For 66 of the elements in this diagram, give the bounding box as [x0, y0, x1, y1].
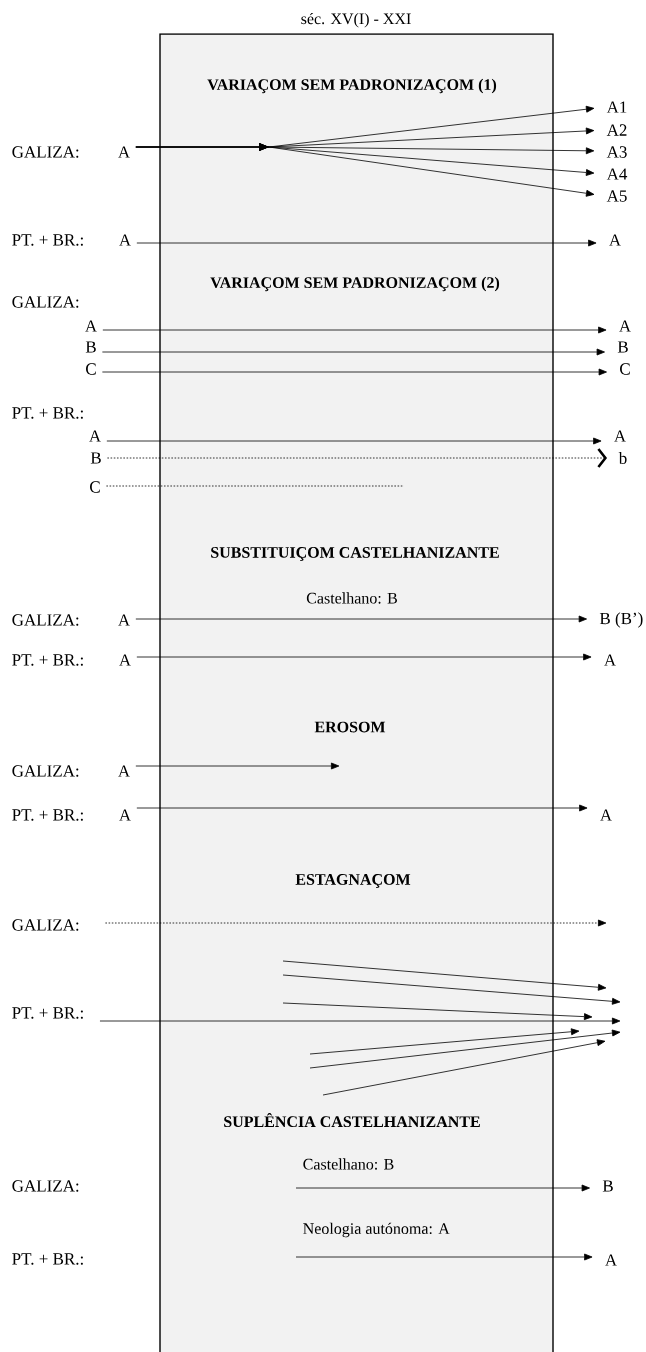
variant-letter: A — [118, 765, 130, 777]
variant-letter: B — [602, 1180, 613, 1192]
variant-letter: A — [118, 614, 130, 626]
edge-label: Neologia autónoma: A — [303, 1222, 450, 1238]
variant-letter: A3 — [606, 146, 627, 158]
variant-letter: A — [600, 809, 612, 821]
row-label: GALIZA: — [12, 919, 79, 931]
arrow — [99, 1017, 621, 1025]
variant-letter: A4 — [606, 168, 628, 180]
variant-letter: A — [614, 430, 626, 442]
row-label: PT. + BR.: — [12, 407, 83, 419]
variant-letter: B — [90, 452, 101, 464]
variant-letter: C — [620, 363, 630, 375]
arrow — [102, 326, 607, 334]
edge-label: Castelhano: B — [306, 592, 397, 604]
variant-letter: A — [604, 654, 616, 666]
arrow — [136, 804, 588, 812]
variant-letter: A — [605, 1254, 617, 1266]
variant-letter: b — [618, 452, 627, 464]
row-label: GALIZA: — [12, 765, 79, 777]
section-heading: VARIAÇOM SEM PADRONIZAÇOM (1) — [207, 78, 497, 94]
variant-letter: C — [86, 363, 96, 375]
variant-letter: A2 — [606, 124, 627, 136]
section-heading: VARIAÇOM SEM PADRONIZAÇOM (2) — [210, 276, 500, 292]
variant-letter: C — [90, 481, 100, 493]
variant-letter: B — [85, 341, 96, 353]
row-label: GALIZA: — [12, 614, 79, 626]
row-label: PT. + BR.: — [12, 654, 83, 666]
arrow — [135, 143, 595, 197]
variant-letter: A — [119, 809, 131, 821]
variant-letter: A — [118, 146, 130, 158]
row-label: PT. + BR.: — [12, 1253, 83, 1265]
row-label: PT. + BR.: — [12, 234, 83, 246]
variant-letter: A5 — [606, 190, 627, 202]
dotted-line — [105, 485, 405, 487]
section-heading: ESTAGNAÇOM — [295, 874, 411, 888]
arrow — [101, 368, 607, 376]
dotted-arrow — [105, 919, 607, 927]
variant-letter: A — [619, 320, 631, 332]
section-heading: SUBSTITUIÇOM CASTELHANIZANTE — [211, 547, 499, 561]
row-label: GALIZA: — [12, 146, 79, 158]
variant-letter: B (B’) — [599, 612, 643, 628]
arrow — [136, 239, 597, 247]
section-heading: EROSOM — [314, 721, 386, 733]
dotted-arrow — [106, 448, 608, 468]
variant-letter: A — [85, 320, 97, 332]
edge-label: Castelhano: B — [303, 1158, 394, 1170]
variant-letter: B — [617, 341, 628, 353]
row-label: GALIZA: — [12, 1180, 79, 1192]
arrow — [101, 348, 605, 356]
arrow — [136, 653, 592, 661]
row-label: PT. + BR.: — [12, 1007, 83, 1019]
variant-letter: A — [609, 234, 621, 246]
arrow — [295, 1253, 593, 1261]
arrow — [135, 762, 340, 770]
variant-letter: A1 — [606, 101, 627, 113]
arrow — [135, 615, 587, 623]
row-label: GALIZA: — [12, 296, 79, 308]
variant-letter: A — [119, 234, 131, 246]
variant-letter: A — [119, 654, 131, 666]
variant-letter: A — [89, 430, 101, 442]
row-label: PT. + BR.: — [12, 809, 83, 821]
arrow — [106, 437, 602, 445]
arrow — [295, 1184, 590, 1192]
period-title: séc. XV(I) - XXI — [301, 12, 411, 28]
section-heading: SUPLÊNCIA CASTELHANIZANTE — [224, 1113, 480, 1128]
